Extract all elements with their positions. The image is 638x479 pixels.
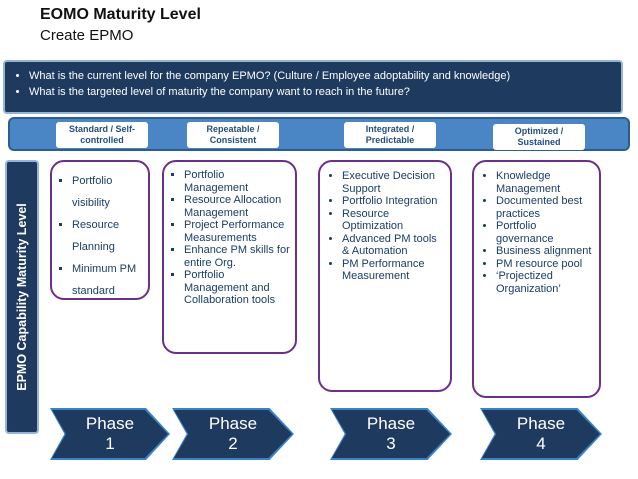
- phase-number: 4: [536, 434, 546, 453]
- level-label-line: Standard / Self-: [68, 124, 135, 134]
- level-label-repeatable: Repeatable / Consistent: [187, 122, 279, 148]
- level-label-line: Consistent: [209, 135, 257, 145]
- list-item: Portfolio Management and Collaboration t…: [184, 269, 291, 307]
- list-item: PM Performance Measurement: [342, 258, 446, 283]
- list-item: Portfolio Integration: [342, 195, 446, 208]
- list-item: Resource Planning: [72, 214, 144, 258]
- questions-box: What is the current level for the compan…: [3, 60, 623, 114]
- level-label-line: Repeatable /: [206, 124, 260, 134]
- list-item: Resource Allocation Management: [184, 194, 291, 219]
- phase-1-column: Portfolio visibility Resource Planning M…: [50, 160, 150, 300]
- phase-3-column: Executive Decision Support Portfolio Int…: [318, 160, 452, 392]
- list-item: Advanced PM tools & Automation: [342, 233, 446, 258]
- list-item: PM resource pool: [496, 258, 595, 271]
- level-label-line: Predictable: [365, 135, 415, 145]
- list-item: Portfolio visibility: [72, 170, 144, 214]
- question-item: What is the targeted level of maturity t…: [29, 84, 613, 100]
- phase-number: 2: [228, 434, 238, 453]
- level-label-line: Optimized /: [514, 126, 564, 136]
- phase-4-column: Knowledge Management Documented best pra…: [472, 160, 601, 398]
- phase-2-arrow: Phase 2: [174, 410, 292, 458]
- list-item: Executive Decision Support: [342, 170, 446, 195]
- phase-number: 1: [105, 434, 115, 453]
- list-item: Knowledge Management: [496, 170, 595, 195]
- level-label-line: Sustained: [517, 137, 561, 147]
- level-label-line: controlled: [80, 135, 124, 145]
- phase-word: Phase: [366, 414, 416, 433]
- phase-3-arrow: Phase 3: [332, 410, 450, 458]
- list-item: Portfolio Management: [184, 169, 291, 194]
- side-label: EPMO Capability Maturity Level: [15, 203, 29, 391]
- side-label-box: EPMO Capability Maturity Level: [5, 160, 39, 434]
- list-item: Business alignment: [496, 245, 595, 258]
- list-item: Portfolio governance: [496, 220, 595, 245]
- level-label-standard: Standard / Self- controlled: [56, 122, 148, 148]
- phase-4-arrow: Phase 4: [482, 410, 600, 458]
- level-label-line: Integrated /: [365, 124, 415, 134]
- list-item: Resource Optimization: [342, 208, 446, 233]
- phase-2-column: Portfolio Management Resource Allocation…: [162, 160, 297, 354]
- list-item: ‘Projectized Organization’: [496, 270, 595, 295]
- list-item: Minimum PM standard: [72, 258, 144, 302]
- question-item: What is the current level for the compan…: [29, 68, 613, 84]
- list-item: Documented best practices: [496, 195, 595, 220]
- level-label-integrated: Integrated / Predictable: [344, 122, 436, 148]
- level-label-optimized: Optimized / Sustained: [493, 124, 585, 150]
- phase-1-arrow: Phase 1: [52, 410, 168, 458]
- list-item: Enhance PM skills for entire Org.: [184, 244, 291, 269]
- phase-word: Phase: [85, 414, 135, 433]
- phase-word: Phase: [208, 414, 258, 433]
- list-item: Project Performance Measurements: [184, 219, 291, 244]
- phase-number: 3: [386, 434, 396, 453]
- slide-subtitle: Create EPMO: [40, 27, 134, 44]
- phase-word: Phase: [516, 414, 566, 433]
- slide-title: EOMO Maturity Level: [40, 6, 201, 23]
